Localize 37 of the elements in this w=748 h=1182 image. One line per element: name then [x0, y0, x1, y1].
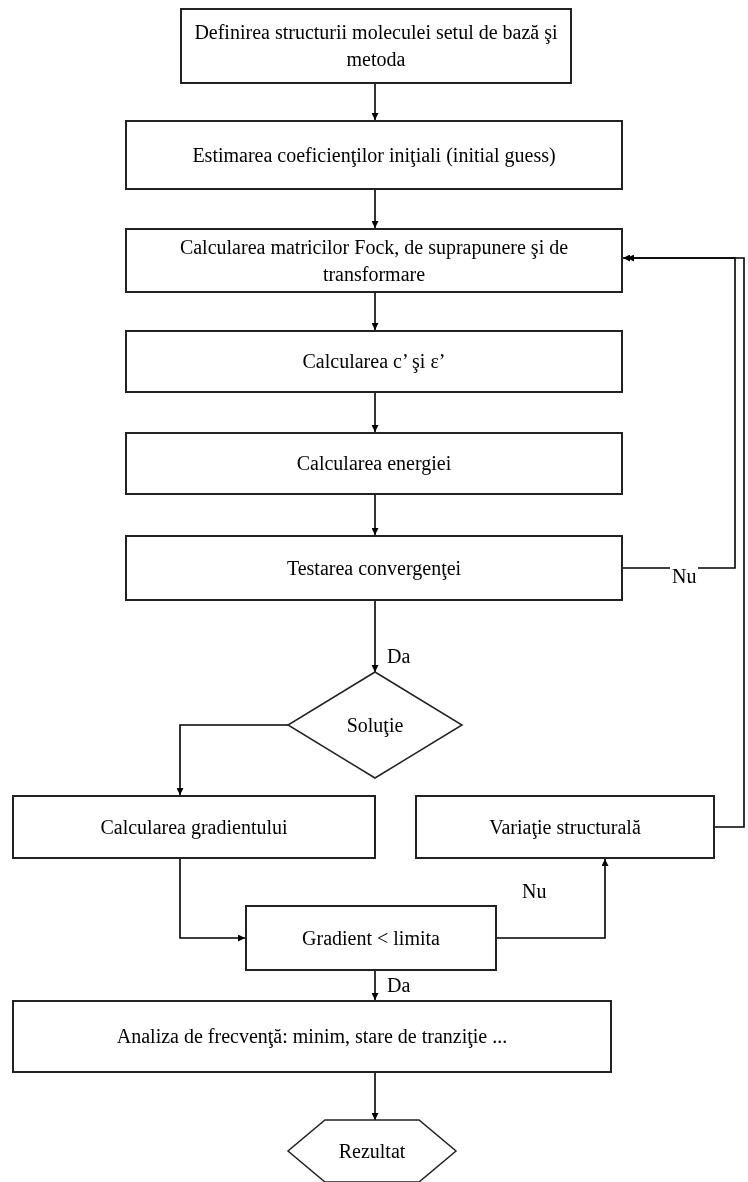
arrow — [371, 494, 379, 536]
process-box — [415, 795, 715, 859]
node-text: Calcularea gradientului — [99, 814, 289, 841]
process-box — [125, 432, 623, 495]
arrow — [626, 254, 745, 828]
process-box — [245, 905, 497, 971]
arrow — [179, 858, 246, 942]
decision-diamond — [288, 672, 462, 778]
node-text: Calcularea energiei — [295, 451, 453, 477]
arrow — [371, 1072, 379, 1121]
arrow — [371, 83, 379, 121]
node-text: Definirea structurii moleculei setul de bază şi metoda — [193, 20, 559, 72]
process-box — [125, 330, 623, 393]
node-text: Calcularea c’ şi ε’ — [301, 349, 447, 375]
arrow — [371, 600, 379, 673]
arrow — [371, 970, 379, 1001]
process-box — [12, 795, 376, 859]
arrow — [371, 392, 379, 433]
process-box — [125, 228, 623, 293]
arrow — [496, 858, 609, 939]
process-box — [12, 1000, 612, 1073]
node-text: Rezultat — [337, 1138, 407, 1164]
process-box — [125, 535, 623, 601]
node-text: Gradient < limita — [301, 925, 441, 951]
node-text: Variaţie structurală — [488, 814, 642, 841]
arrow — [371, 292, 379, 331]
process-box — [180, 8, 572, 84]
node-text: Analiza de frecvenţă: minim, stare de tranziţie ... — [115, 1024, 509, 1050]
node-text: Calcularea matricilor Fock, de suprapunere şi de transformare — [178, 234, 570, 287]
process-box — [125, 120, 623, 190]
arrow — [622, 254, 736, 569]
node-text: Estimarea coeficienţilor iniţiali (initial guess) — [191, 142, 557, 169]
node-text: Testarea convergenţei — [285, 555, 463, 582]
terminal-hexagon — [288, 1120, 456, 1182]
arrow — [176, 724, 289, 796]
arrow — [371, 189, 379, 229]
node-text: Soluţie — [345, 712, 405, 739]
